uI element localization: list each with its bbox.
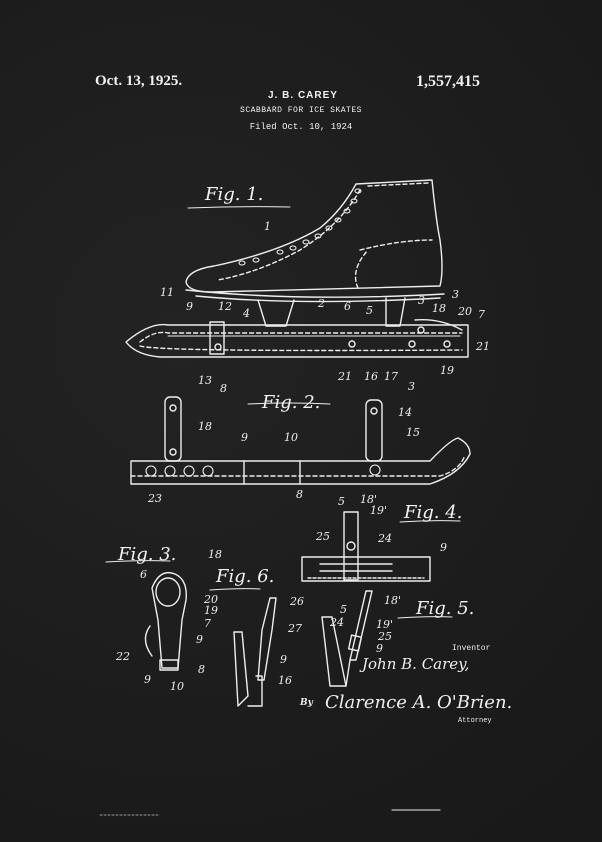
filed-date: Filed Oct. 10, 1924: [249, 122, 353, 132]
ref-18p-fig5: 18': [384, 594, 401, 607]
figure-5-label: Fig. 5.: [415, 598, 474, 619]
ref-2: 2: [317, 297, 325, 310]
ref-7-fig3: 7: [204, 617, 211, 630]
ref-18-fig3: 18: [208, 548, 222, 561]
ref-4: 4: [242, 307, 250, 320]
ref-5: 5: [366, 304, 373, 317]
inventor-heading: J. B. CAREY: [268, 90, 338, 101]
ref-25-fig4: 25: [315, 530, 330, 543]
figure-6-label: Fig. 6.: [215, 566, 274, 587]
by-label: By: [300, 698, 313, 708]
figure-1: Fig. 1.: [125, 179, 490, 395]
ref-8: 8: [220, 382, 227, 395]
ref-1: 1: [264, 220, 271, 233]
ref-20: 20: [457, 305, 472, 318]
ref-8-fig3: 8: [198, 663, 205, 676]
figure-4: Fig. 4. 5 18' 19' 25 24 9: [301, 493, 462, 582]
ref-19-fig3: 19: [204, 604, 218, 617]
ref-3b: 3: [418, 294, 425, 307]
ref-21b: 21: [475, 340, 490, 353]
ref-18-fig2: 18: [198, 420, 212, 433]
patent-title: SCABBARD FOR ICE SKATES: [240, 106, 362, 115]
ref-20-fig3: 20: [203, 593, 218, 606]
ref-27: 27: [287, 622, 302, 635]
figure-2-label: Fig. 2.: [261, 392, 320, 413]
inventor-name: John B. Carey,: [362, 655, 470, 673]
ref-8-fig2: 8: [296, 488, 303, 501]
ref-5-fig5: 5: [340, 603, 347, 616]
ref-5-fig4: 5: [338, 495, 345, 508]
figure-3-label: Fig. 3.: [117, 544, 176, 565]
inventor-label: Inventor: [452, 644, 491, 653]
ref-16-fig6: 16: [278, 674, 292, 687]
ref-9-fig5: 9: [376, 642, 383, 655]
ref-24-fig4: 24: [377, 532, 392, 545]
figure-4-label: Fig. 4.: [403, 502, 462, 523]
ref-11: 11: [160, 286, 174, 299]
ref-10-fig3: 10: [170, 680, 184, 693]
ref-9: 9: [186, 300, 193, 313]
attorney-signature: Clarence A. O'Brien.: [325, 692, 513, 713]
ref-22: 22: [115, 650, 130, 663]
ref-23: 23: [147, 492, 162, 505]
ref-14: 14: [398, 406, 412, 419]
ref-24-fig5: 24: [329, 616, 344, 629]
ref-26: 26: [289, 595, 304, 608]
ref-19p-fig4: 19': [370, 504, 387, 517]
figure-6: Fig. 6. 26 27 9 16: [209, 566, 304, 707]
figure-3: Fig. 3. 18 6 20 19 7 9 22 8 9 10: [105, 544, 222, 693]
patent-date: Oct. 13, 1925.: [95, 73, 183, 89]
ref-18: 18: [432, 302, 446, 315]
figure-2: Fig. 2. 23 8 18 9 10 14 15: [130, 392, 471, 505]
ref-18p-fig4: 18': [360, 493, 377, 506]
ref-9-fig6: 9: [280, 653, 287, 666]
ref-17: 17: [384, 370, 398, 383]
ref-9-fig4: 9: [440, 541, 447, 554]
ref-6: 6: [344, 300, 351, 313]
patent-number: 1,557,415: [416, 73, 480, 90]
ref-13: 13: [198, 374, 212, 387]
ref-19p-fig5: 19': [376, 618, 393, 631]
ref-9-fig2: 9: [241, 431, 248, 444]
ref-21a: 21: [337, 370, 352, 383]
ref-9a-fig3: 9: [196, 633, 203, 646]
ref-15: 15: [406, 426, 420, 439]
attorney-label: Attorney: [458, 717, 492, 725]
ref-10-fig2: 10: [284, 431, 298, 444]
ref-12: 12: [218, 300, 232, 313]
ref-9b-fig3: 9: [144, 673, 151, 686]
ref-6-fig3: 6: [140, 568, 147, 581]
ref-3a: 3: [452, 288, 459, 301]
figure-5: Fig. 5. 5 24 18' 19' 25 9: [321, 590, 474, 687]
ref-19: 19: [440, 364, 454, 377]
ref-16: 16: [364, 370, 378, 383]
ref-25-fig5: 25: [377, 630, 392, 643]
figure-1-label: Fig. 1.: [204, 184, 263, 205]
ref-3c: 3: [408, 380, 415, 393]
ref-7: 7: [478, 308, 485, 321]
